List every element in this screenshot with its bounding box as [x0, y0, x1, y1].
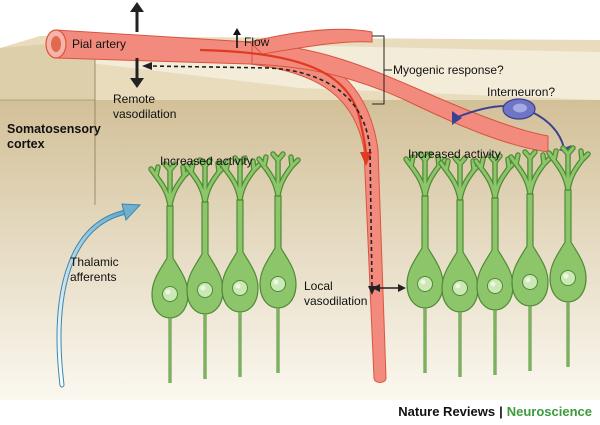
label-remote-line2: vasodilation	[113, 107, 176, 121]
interneuron	[452, 98, 572, 152]
label-thalamic-line1: Thalamic	[70, 255, 119, 269]
publisher-name: Nature Reviews	[398, 404, 496, 419]
label-flow: Flow	[244, 35, 270, 49]
journal-name: Neuroscience	[506, 404, 592, 419]
label-interneuron: Interneuron?	[487, 85, 555, 99]
label-thalamic-line2: afferents	[70, 270, 116, 284]
local-vasodilation-arrow	[372, 284, 406, 292]
label-region-line2: cortex	[7, 137, 45, 151]
label-local-line2: vasodilation	[304, 294, 367, 308]
thalamic-afferents	[56, 203, 142, 388]
label-region-line1: Somatosensory	[7, 122, 101, 136]
label-activity-left: Increased activity	[160, 154, 253, 168]
label-myogenic-response: Myogenic response?	[393, 63, 504, 77]
pial-artery	[45, 28, 549, 383]
remote-down-arrow	[130, 58, 144, 88]
label-activity-right: Increased activity	[408, 147, 501, 161]
label-pial-artery: Pial artery	[72, 37, 126, 51]
label-local-line1: Local	[304, 279, 333, 293]
myogenic-bracket	[372, 35, 392, 105]
journal-credit: Nature Reviews|Neuroscience	[398, 404, 592, 419]
flow-arrow	[199, 28, 372, 166]
label-remote-line1: Remote	[113, 92, 155, 106]
remote-up-arrow	[130, 2, 144, 32]
credit-separator: |	[499, 404, 503, 419]
